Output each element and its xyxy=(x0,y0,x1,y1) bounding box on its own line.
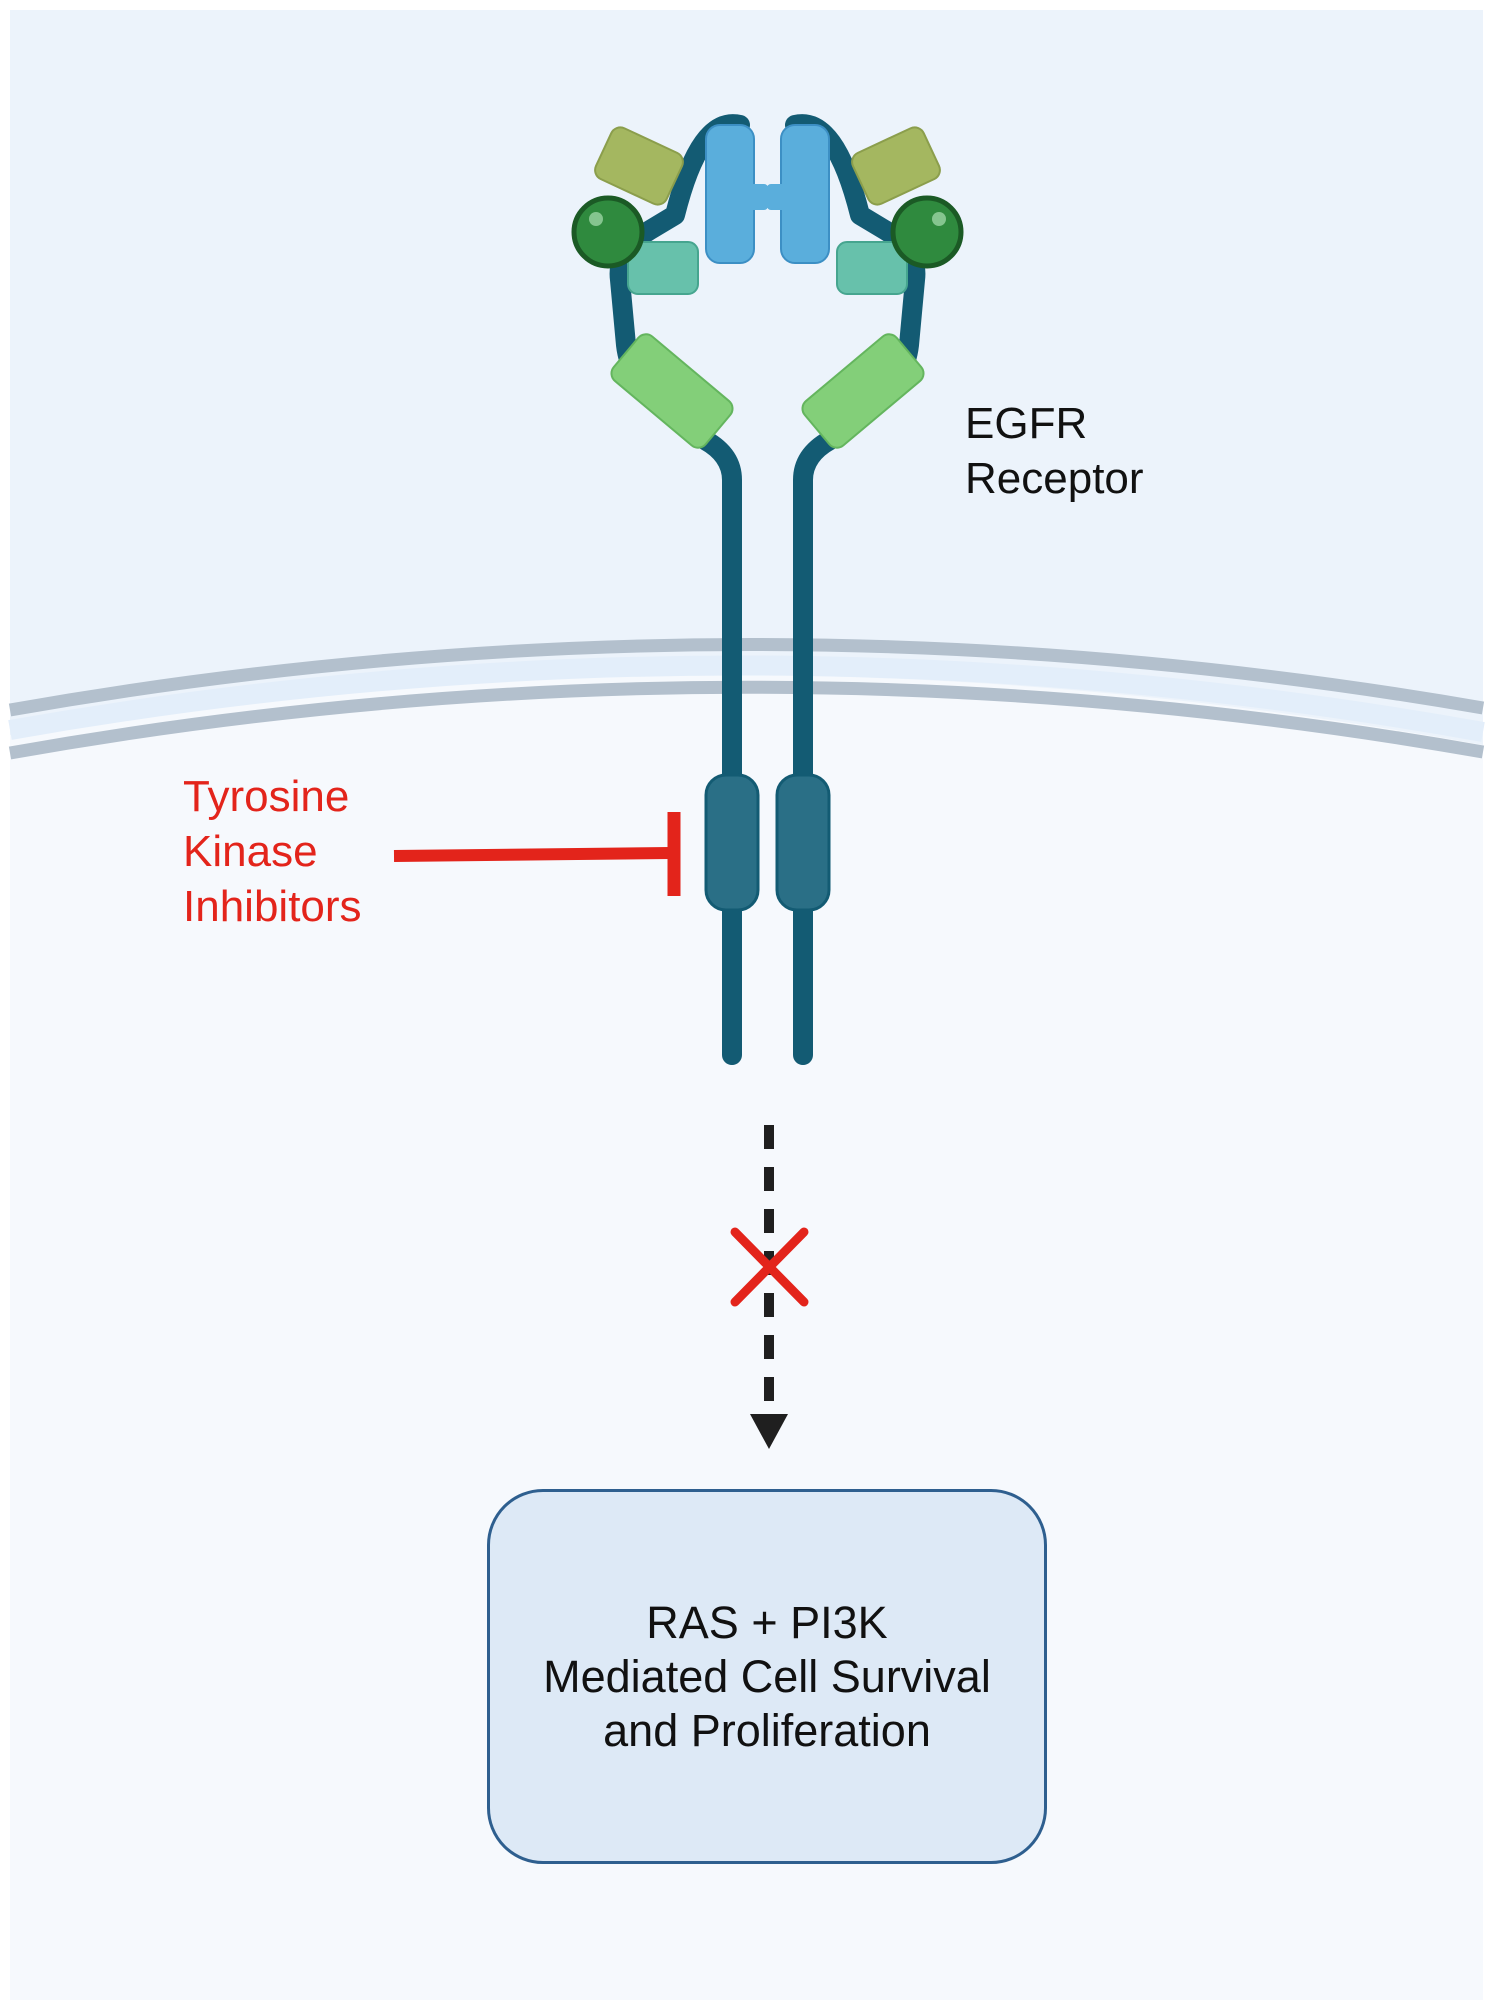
dimerization-arm-left xyxy=(748,184,768,210)
cell-membrane xyxy=(8,638,1485,760)
egfr-label-line2: Receptor xyxy=(965,454,1144,503)
egfr-receptor xyxy=(571,114,964,1065)
receptor-left-domain-IV xyxy=(610,333,734,449)
outcome-line3: and Proliferation xyxy=(603,1704,931,1756)
receptor-right-chain xyxy=(785,114,926,1065)
outcome-box: RAS + PI3K Mediated Cell Survival and Pr… xyxy=(487,1489,1047,1864)
kinase-domain-left xyxy=(704,773,760,912)
t-bar-icon xyxy=(393,812,681,896)
egfr-label-line1: EGFR xyxy=(965,399,1088,448)
kinase-domain-right xyxy=(775,773,831,912)
outcome-line2: Mediated Cell Survival xyxy=(543,1650,991,1702)
receptor-left-domain-I xyxy=(594,126,684,206)
egf-ligand-right xyxy=(890,195,964,269)
x-icon xyxy=(730,1227,809,1307)
receptor-right-domain-I xyxy=(851,126,941,206)
outcome-text: RAS + PI3K Mediated Cell Survival and Pr… xyxy=(543,1596,991,1758)
receptor-right-domain-III xyxy=(836,241,908,295)
inhibitor-label-line1: Tyrosine xyxy=(183,772,350,821)
receptor-left-domain-II xyxy=(705,124,755,264)
intracellular-space xyxy=(10,674,1483,2000)
egf-ligand-left xyxy=(571,195,645,269)
inhibitor-label: Tyrosine Kinase Inhibitors xyxy=(183,769,362,934)
dimerization-arm-right xyxy=(767,184,787,210)
egfr-receptor-label: EGFR Receptor xyxy=(965,396,1144,506)
inhibitor-label-line2: Kinase xyxy=(183,827,318,876)
receptor-left-domain-III xyxy=(627,241,699,295)
receptor-left-monomer xyxy=(571,114,768,1065)
receptor-left-chain xyxy=(609,114,750,1065)
receptor-right-domain-II xyxy=(780,124,830,264)
outcome-line1: RAS + PI3K xyxy=(646,1596,888,1648)
receptor-right-monomer xyxy=(767,114,964,1065)
inhibitor-label-line3: Inhibitors xyxy=(183,882,362,931)
blocked-signal-arrow xyxy=(730,1125,809,1449)
arrowhead-icon xyxy=(750,1414,788,1449)
receptor-right-domain-IV xyxy=(801,333,925,449)
